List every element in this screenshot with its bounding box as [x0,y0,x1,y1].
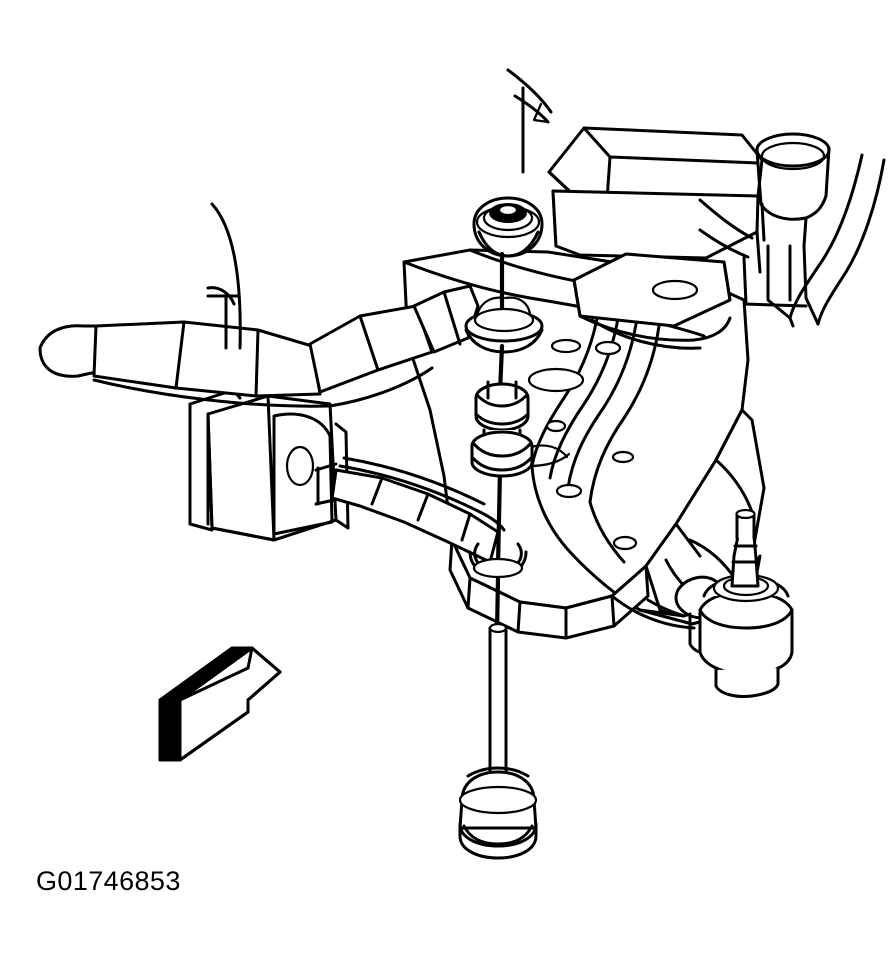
figure-caption: G01746853 [36,866,181,896]
ball-joint [698,508,794,698]
jack-stand [458,622,538,860]
spring-seat-tube [755,132,831,248]
cover-plate [572,252,732,350]
spacer-bushing [470,380,534,478]
exhaust-pipe [38,284,480,408]
lower-seat-retainer [468,542,528,579]
frame-rail [506,68,764,285]
direction-arrow [158,646,282,762]
upper-mount-bushing [472,196,544,258]
upper-seat-washer [464,296,544,354]
right-frame-members [742,153,886,328]
left-curved-strut [206,202,242,350]
